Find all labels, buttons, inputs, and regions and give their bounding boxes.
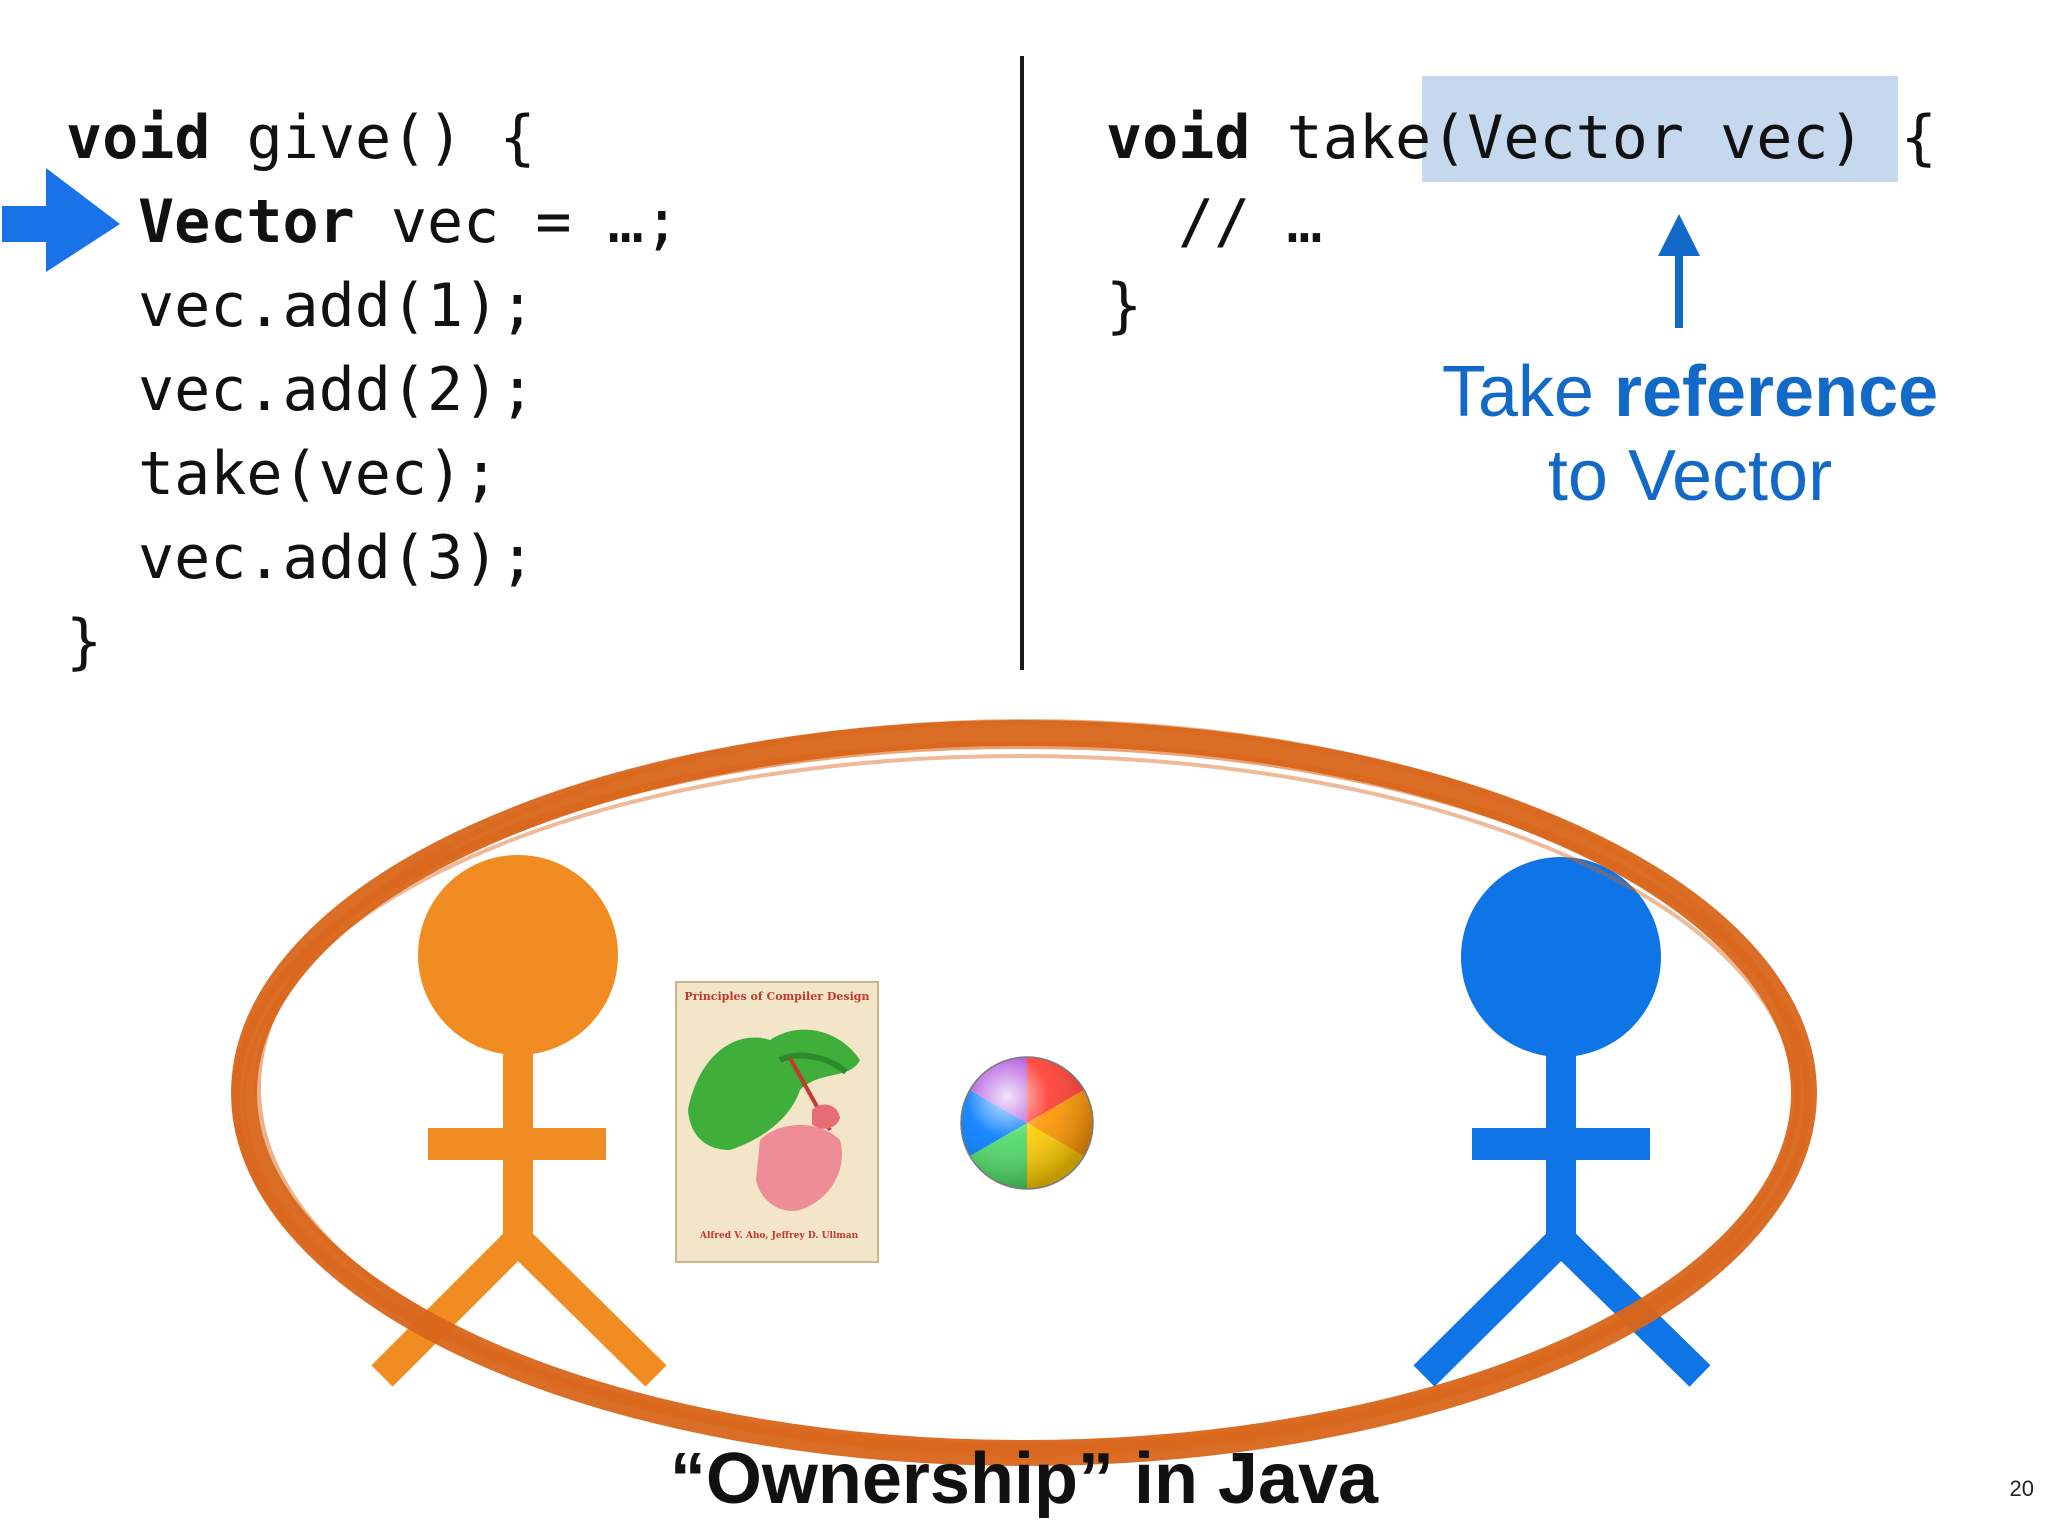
code-line: vec.add(1); [138, 271, 536, 341]
code-line: } [66, 607, 103, 677]
take-reference-annotation: Take reference to Vector [1400, 350, 1980, 518]
code-line-current: Vector vec = …; [138, 187, 680, 257]
code-line: // … [1178, 187, 1323, 257]
annotation-line-1: Take reference [1441, 352, 1939, 432]
rainbow-ball-icon [960, 1056, 1094, 1190]
book-authors: Alfred V. Aho, Jeffrey D. Ullman [699, 1231, 859, 1241]
orange-ring [231, 719, 1817, 1466]
slide-caption: “Ownership” in Java [669, 1439, 1379, 1519]
book-title: Principles of Compiler Design [685, 990, 870, 1003]
code-line: vec.add(2); [138, 355, 536, 425]
code-line: void give() { [66, 103, 536, 173]
annotation-line-2: to Vector [1547, 436, 1833, 516]
orange-stick-figure-icon [371, 855, 667, 1387]
compiler-book-icon: Principles of Compiler Design Alfred V. … [675, 981, 879, 1263]
code-line: } [1106, 271, 1143, 341]
arrow-right-icon [2, 168, 120, 272]
arrow-up-icon [1658, 214, 1700, 328]
code-line: vec.add(3); [138, 523, 536, 593]
parameter-highlight [1422, 76, 1898, 182]
page-number: 20 [2009, 1476, 2034, 1501]
blue-stick-figure-icon [1413, 857, 1711, 1387]
code-line: take(vec); [138, 439, 500, 509]
take-code-block: void take(Vector vec) { // …} [1106, 96, 1937, 348]
code-line: void take(Vector vec) { [1106, 103, 1937, 173]
column-divider [1020, 56, 1024, 670]
give-code-block: void give() { Vector vec = …; vec.add(1); v… [66, 96, 680, 684]
